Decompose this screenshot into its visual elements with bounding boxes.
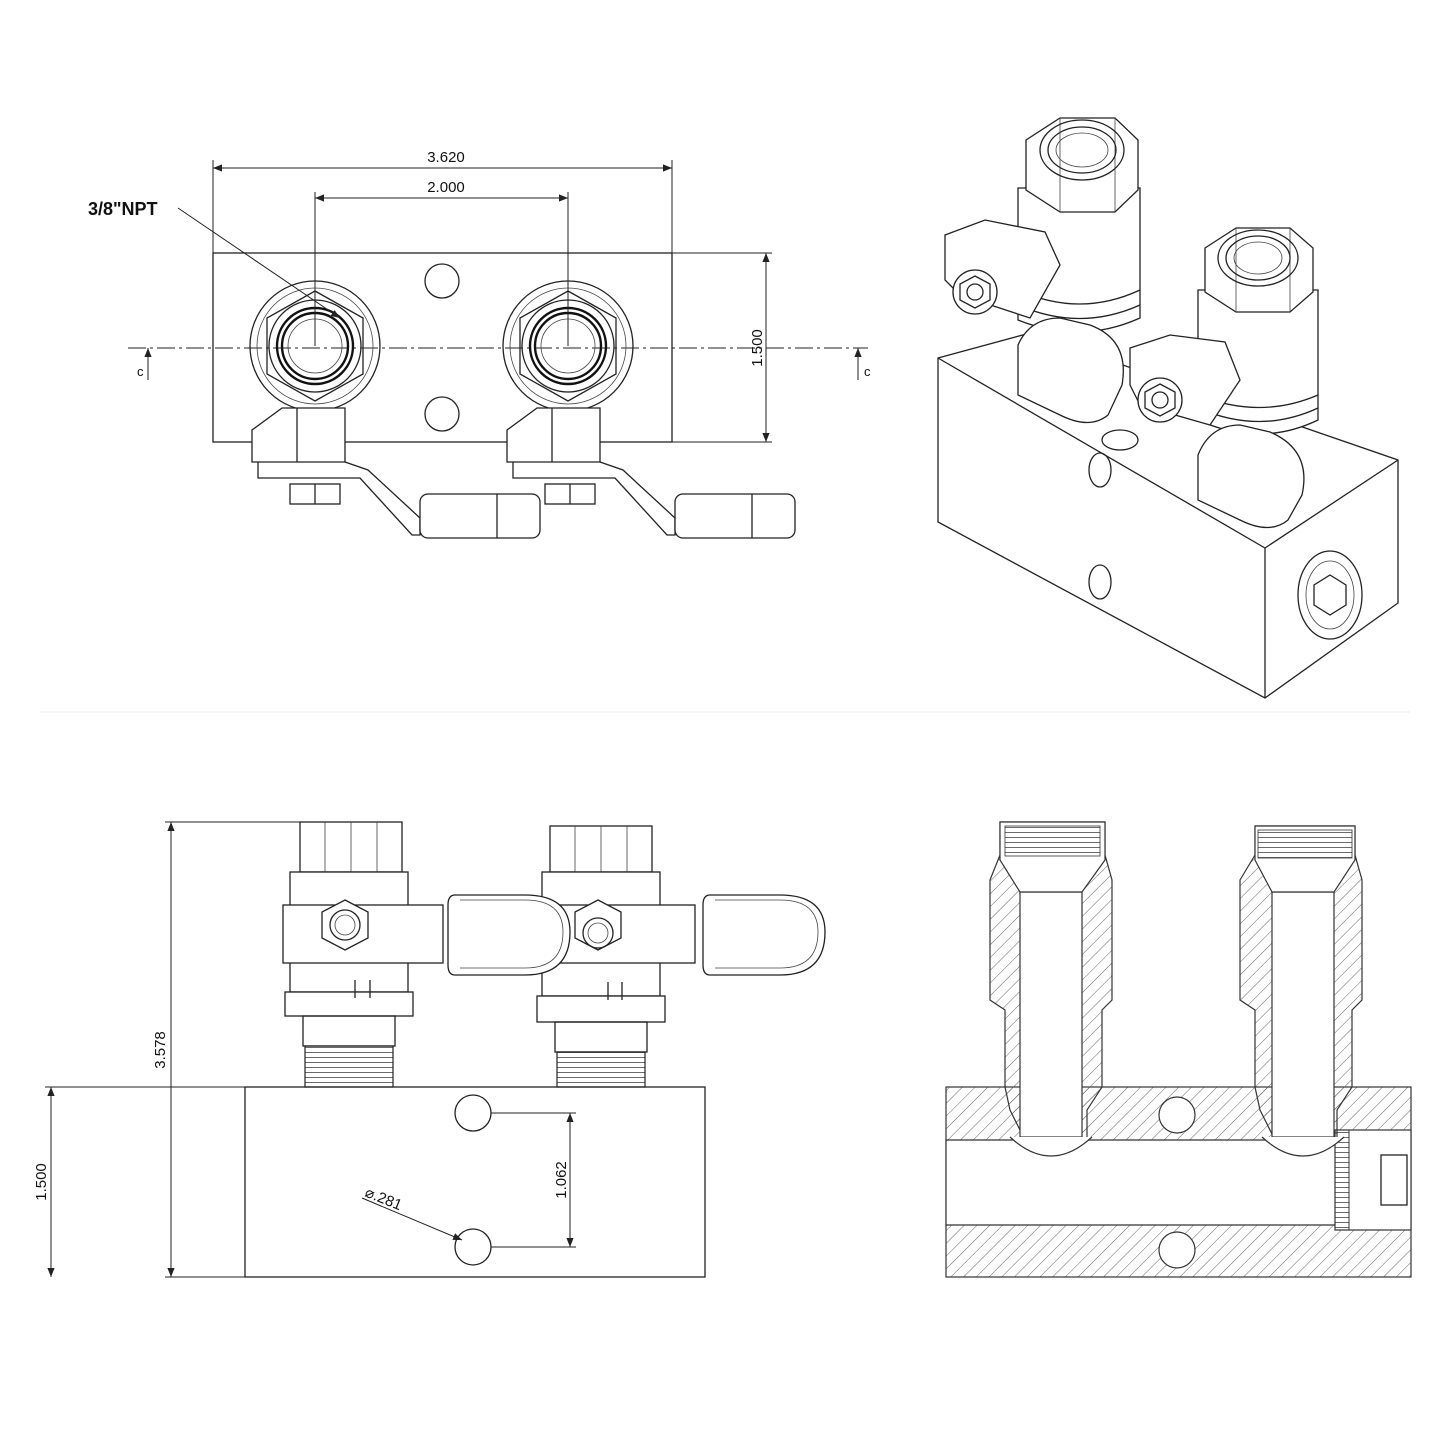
dim-hole-spacing-label: 1.062 bbox=[553, 1161, 570, 1199]
section-mark-right: c bbox=[864, 364, 871, 379]
manifold-block-front bbox=[244, 1086, 706, 1278]
dim-hole-diameter-label: ⌀.281 bbox=[363, 1184, 405, 1214]
valve-handle-right bbox=[506, 407, 796, 539]
diameter-leader bbox=[361, 1197, 463, 1241]
valve-front-iso bbox=[1129, 227, 1319, 529]
valve-back-iso bbox=[944, 117, 1141, 424]
isometric-view bbox=[937, 117, 1399, 699]
section-fitting-right bbox=[1239, 825, 1363, 1157]
section-fitting-left bbox=[989, 821, 1113, 1157]
dim-block-height-label: 1.500 bbox=[33, 1163, 50, 1201]
thread-callout: 3/8"NPT bbox=[88, 199, 158, 219]
dim-overall-height-label: 3.578 bbox=[152, 1031, 169, 1069]
front-view: 3.578 1.500 1.062 ⌀.281 bbox=[33, 821, 826, 1278]
valve-left-front bbox=[282, 821, 444, 1088]
valve-handle-left bbox=[251, 407, 541, 539]
section-mark-left: c bbox=[137, 364, 144, 379]
top-view: 3.620 2.000 3/8"NPT 1.500 c c bbox=[88, 149, 871, 539]
dim-spacing-label: 2.000 bbox=[427, 179, 465, 196]
valve-handle-right-front bbox=[702, 894, 826, 976]
dim-height-label: 1.500 bbox=[749, 329, 766, 367]
side-port-iso bbox=[1297, 550, 1363, 640]
thread-leader bbox=[177, 207, 341, 319]
mounting-hole bbox=[454, 1228, 492, 1266]
section-view bbox=[945, 821, 1412, 1278]
mounting-hole bbox=[424, 396, 460, 432]
valve-handle-left-front bbox=[447, 894, 571, 976]
dim-width-label: 3.620 bbox=[427, 149, 465, 166]
mounting-hole bbox=[424, 263, 460, 299]
mounting-hole bbox=[454, 1094, 492, 1132]
valve-right-front bbox=[534, 825, 696, 1088]
